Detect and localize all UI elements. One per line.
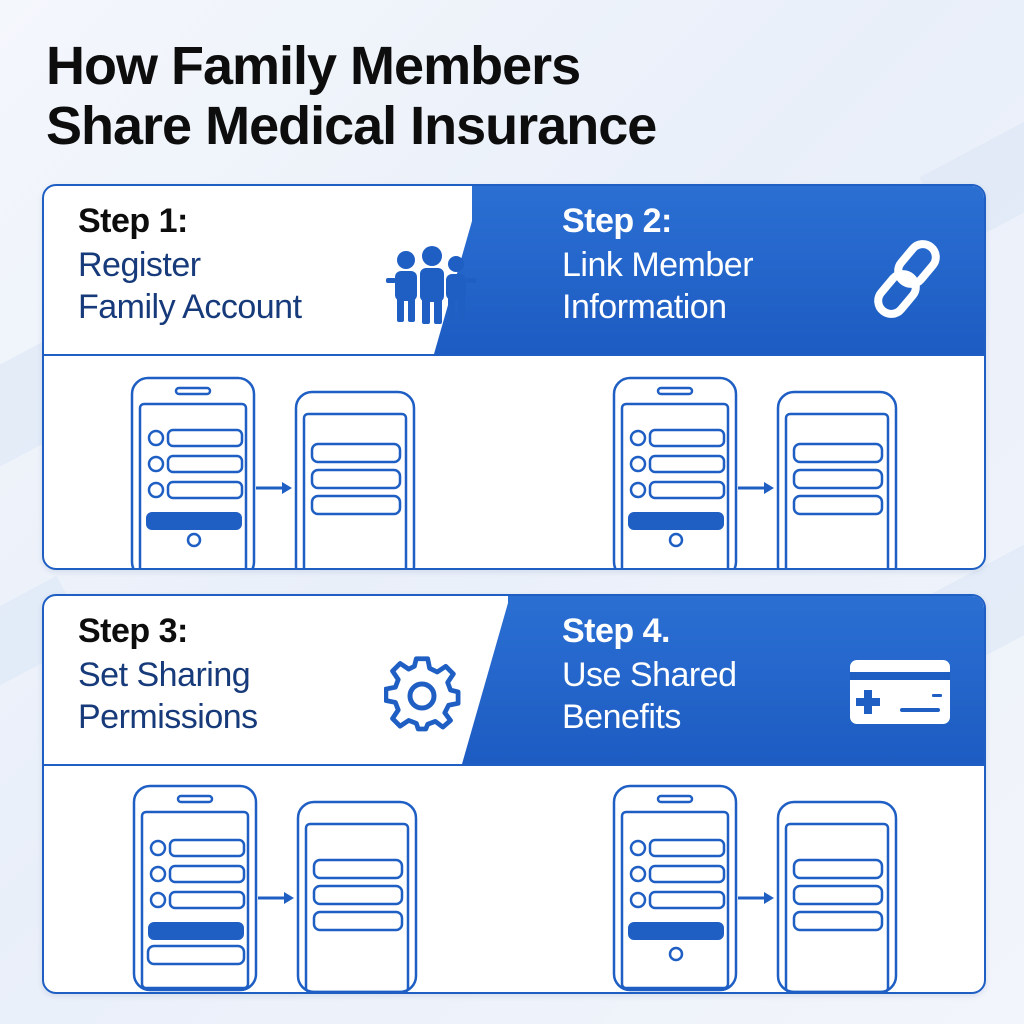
step-1-title-line-1: Register xyxy=(78,246,201,284)
step-4-phone-illustration xyxy=(612,784,898,992)
family-group-icon xyxy=(386,246,476,324)
page-title: How Family Members Share Medical Insuran… xyxy=(46,36,657,156)
title-line-1: How Family Members xyxy=(46,36,581,96)
steps-panel-top: Step 1: Register Family Account Step 2: … xyxy=(42,184,986,570)
panel-divider xyxy=(44,764,984,766)
panel-divider xyxy=(44,354,984,356)
step-3-title-line-1: Set Sharing xyxy=(78,656,251,694)
step-3-label: Step 3: xyxy=(78,612,188,650)
chain-link-icon xyxy=(874,240,940,318)
step-2-label: Step 2: xyxy=(562,202,672,240)
step-4-title-line-1: Use Shared xyxy=(562,656,737,694)
step-4-label: Step 4. xyxy=(562,612,670,650)
band-slant xyxy=(462,596,510,764)
step-3-title-line-2: Permissions xyxy=(78,698,258,736)
step-2-title-line-2: Information xyxy=(562,288,727,326)
step-2-phone-illustration xyxy=(612,376,898,568)
title-line-2: Share Medical Insurance xyxy=(46,96,657,156)
gear-icon xyxy=(384,656,461,732)
insurance-card-icon xyxy=(850,660,950,724)
step-3-phone-illustration xyxy=(132,784,418,992)
step-1-title-line-2: Family Account xyxy=(78,288,302,326)
steps-panel-bottom: Step 3: Set Sharing Permissions Step 4. … xyxy=(42,594,986,994)
step-2-title-line-1: Link Member xyxy=(562,246,754,284)
step-1-phone-illustration xyxy=(130,376,416,568)
step-1-label: Step 1: xyxy=(78,202,188,240)
step-4-title-line-2: Benefits xyxy=(562,698,681,736)
